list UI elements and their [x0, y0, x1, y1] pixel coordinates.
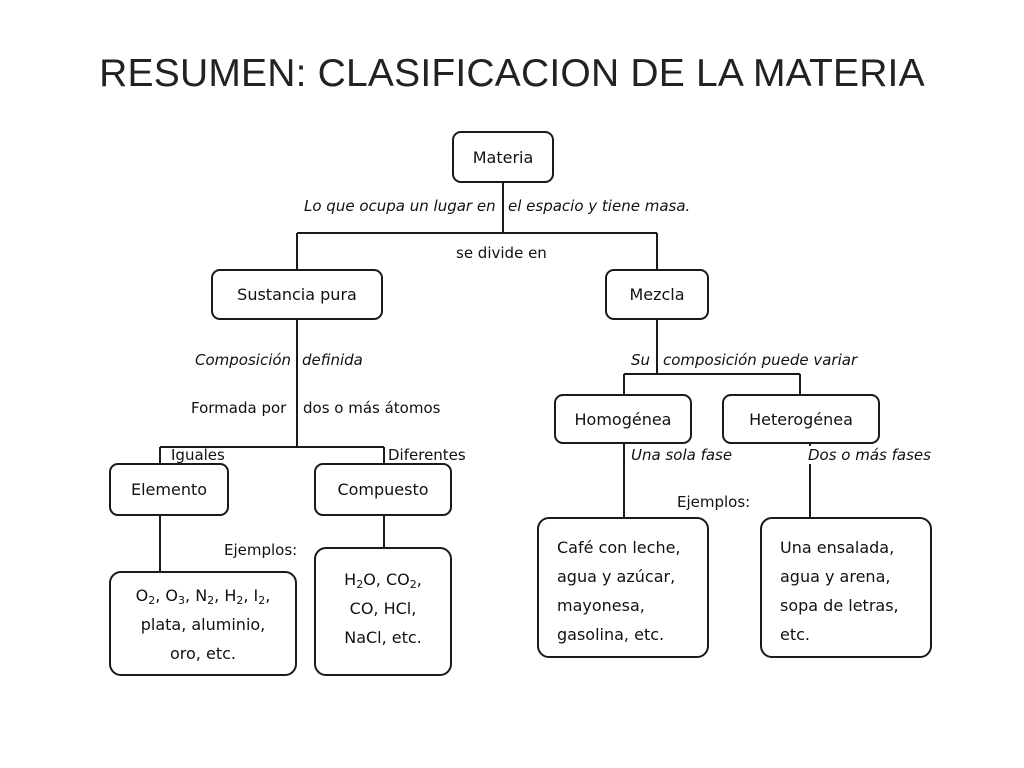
label-composicion-puede-variar: composición puede variar — [661, 351, 860, 369]
page-title: RESUMEN: CLASIFICACION DE LA MATERIA — [99, 52, 925, 95]
node-heterogenea-label: Heterogénea — [749, 409, 853, 429]
formula-subscript: 2 — [207, 594, 215, 607]
examples-elemento-line2: plata, aluminio, — [140, 615, 266, 634]
node-mezcla-label: Mezcla — [629, 285, 685, 304]
node-compuesto-label: Compuesto — [337, 480, 429, 499]
label-composicion: Composición — [193, 351, 294, 369]
label-su: Su — [629, 351, 653, 369]
examples-compuesto-formulas: H2O, CO2, — [344, 570, 422, 591]
node-materia-label: Materia — [472, 147, 534, 167]
node-materia: Materia — [452, 131, 554, 183]
label-diferentes: Diferentes — [388, 446, 466, 464]
node-sustancia-pura: Sustancia pura — [211, 269, 383, 320]
node-compuesto: Compuesto — [314, 463, 452, 516]
label-ejemplos-right: Ejemplos: — [675, 493, 753, 511]
formula-subscript: 3 — [178, 594, 186, 607]
examples-heterogenea-line: Una ensalada, — [780, 538, 895, 557]
examples-homogenea-line: agua y azúcar, — [557, 567, 676, 586]
label-materia-def-b: el espacio y tiene masa. — [506, 197, 693, 215]
label-materia-def-a: Lo que ocupa un lugar en — [302, 197, 498, 215]
node-heterogenea: Heterogénea — [722, 394, 880, 444]
node-mezcla: Mezcla — [605, 269, 709, 320]
label-dos-o-mas-atomos: dos o más átomos — [301, 399, 443, 417]
label-dos-o-mas-fases: Dos o más fases — [806, 446, 933, 464]
examples-homogenea-line: mayonesa, — [557, 596, 645, 615]
formula-subscript: 2 — [356, 578, 364, 591]
examples-compuesto-line2: CO, HCl, — [349, 599, 417, 618]
examples-elemento: O2, O3, N2, H2, I2, plata, aluminio, oro… — [109, 571, 297, 676]
examples-heterogenea: Una ensalada, agua y arena, sopa de letr… — [760, 517, 932, 658]
examples-elemento-formulas: O2, O3, N2, H2, I2, — [135, 586, 271, 607]
node-homogenea-label: Homogénea — [574, 409, 672, 429]
label-definida: definida — [300, 351, 365, 369]
examples-elemento-line3: oro, etc. — [170, 644, 236, 663]
examples-homogenea-line: Café con leche, — [557, 538, 681, 557]
label-se-divide: se divide en — [454, 244, 549, 262]
label-formada-por: Formada por — [189, 399, 289, 417]
examples-compuesto-line3: NaCl, etc. — [344, 628, 422, 647]
examples-heterogenea-line: etc. — [780, 625, 810, 644]
examples-heterogenea-line: sopa de letras, — [780, 596, 899, 615]
node-elemento: Elemento — [109, 463, 229, 516]
node-sustancia-pura-label: Sustancia pura — [237, 285, 357, 304]
label-una-sola-fase: Una sola fase — [629, 446, 735, 464]
formula-subscript: 2 — [258, 594, 266, 607]
examples-compuesto: H2O, CO2, CO, HCl, NaCl, etc. — [314, 547, 452, 676]
formula-subscript: 2 — [409, 578, 417, 591]
examples-homogenea-line: gasolina, etc. — [557, 625, 665, 644]
examples-heterogenea-line: agua y arena, — [780, 567, 891, 586]
formula-subscript: 2 — [148, 594, 156, 607]
node-elemento-label: Elemento — [130, 480, 208, 499]
label-ejemplos-left: Ejemplos: — [222, 541, 300, 559]
examples-homogenea: Café con leche, agua y azúcar, mayonesa,… — [537, 517, 709, 658]
formula-subscript: 2 — [236, 594, 244, 607]
node-homogenea: Homogénea — [554, 394, 692, 444]
label-iguales: Iguales — [171, 446, 225, 464]
